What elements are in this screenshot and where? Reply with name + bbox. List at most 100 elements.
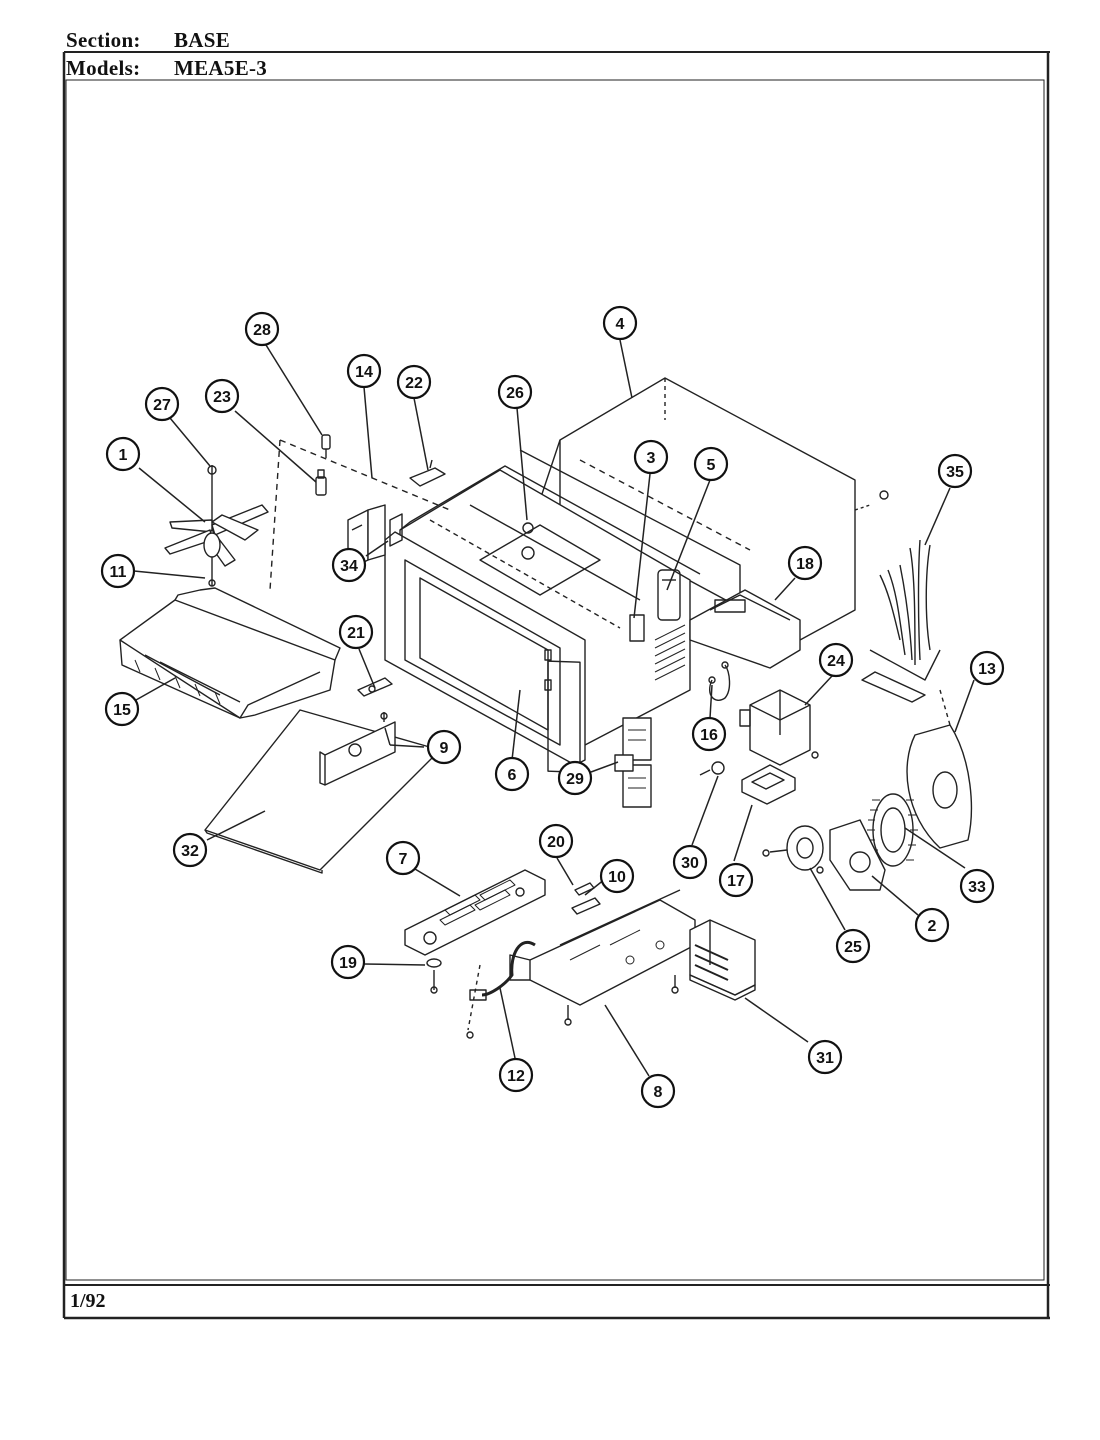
callout-25: 25 [835,928,871,964]
callout-8: 8 [640,1073,676,1109]
models-label: Models: [66,56,141,80]
callout-14: 14 [346,353,382,389]
blower-bracket [829,819,886,891]
callout-1: 1 [105,436,141,472]
callout-23: 23 [204,378,240,414]
revision-date: 1/92 [70,1290,106,1312]
hinge-22 [409,459,446,487]
callout-label-13: 13 [978,661,996,678]
section-value: BASE [174,28,231,52]
callout-34: 34 [331,547,367,583]
callout-label-8: 8 [654,1084,663,1101]
switch-assembly [614,717,652,808]
thermal-cutout [708,661,731,701]
callout-label-23: 23 [213,389,231,406]
power-cord [466,941,536,1039]
callout-label-3: 3 [647,450,656,467]
callout-label-17: 17 [727,873,745,890]
base-bracket [509,889,696,1026]
section-heading: Section:BASE [66,28,230,53]
callout-label-20: 20 [547,834,565,851]
callout-11: 11 [100,553,136,589]
callouts: 1 2 3 4 5 6 7 8 9 10 11 12 13 14 15 16 1… [100,305,1005,1109]
callout-29: 29 [557,760,593,796]
callout-label-1: 1 [119,447,128,464]
callout-label-15: 15 [113,702,131,719]
callout-label-29: 29 [566,771,584,788]
callout-30: 30 [672,844,708,880]
callout-26: 26 [497,374,533,410]
transformer [671,919,756,1001]
callout-label-14: 14 [355,364,373,381]
callout-label-19: 19 [339,955,357,972]
callout-label-22: 22 [405,375,423,392]
leader-lines [133,339,975,1077]
callout-label-30: 30 [681,855,699,872]
callout-label-31: 31 [816,1050,834,1067]
screws-upper [315,434,331,496]
screw-19 [426,958,442,994]
models-heading: Models: MEA5E-3 [66,56,267,81]
component-18 [689,589,801,669]
callout-label-6: 6 [508,767,517,784]
part-drawings [119,377,973,1039]
callout-2: 2 [914,907,950,943]
callout-label-12: 12 [507,1068,525,1085]
callout-21: 21 [338,614,374,650]
callout-label-9: 9 [440,740,449,757]
component-17 [741,764,796,805]
callout-32: 32 [172,832,208,868]
callout-label-25: 25 [844,939,862,956]
callout-5: 5 [693,446,729,482]
callout-label-4: 4 [616,316,625,333]
callout-label-5: 5 [707,457,716,474]
callout-4: 4 [602,305,638,341]
component-24 [739,689,819,766]
callout-12: 12 [498,1057,534,1093]
callout-22: 22 [396,364,432,400]
callout-label-33: 33 [968,879,986,896]
callout-label-26: 26 [506,385,524,402]
callout-7: 7 [385,840,421,876]
air-duct [119,587,341,719]
callout-label-35: 35 [946,464,964,481]
callout-label-11: 11 [110,564,127,581]
latch-21 [357,677,393,722]
page-frame [62,51,1050,1320]
callout-9: 9 [426,729,462,765]
callout-19: 19 [330,944,366,980]
callout-17: 17 [718,862,754,898]
callout-24: 24 [818,642,854,678]
callout-13: 13 [969,650,1005,686]
callout-27: 27 [144,386,180,422]
callout-label-18: 18 [796,556,814,573]
wire-harness [861,539,941,703]
callout-label-10: 10 [608,869,626,886]
callout-label-28: 28 [253,322,271,339]
callout-6: 6 [494,756,530,792]
callout-label-27: 27 [153,397,171,414]
blower-housing [906,689,973,849]
callout-35: 35 [937,453,973,489]
callout-label-7: 7 [399,851,408,868]
bracket-9 [319,721,396,786]
callout-3: 3 [633,439,669,475]
callout-28: 28 [244,311,280,347]
callout-18: 18 [787,545,823,581]
callout-15: 15 [104,691,140,727]
callout-20: 20 [538,823,574,859]
blower-motor [762,825,824,874]
callout-label-2: 2 [928,918,937,935]
callout-label-21: 21 [347,625,365,642]
callout-label-24: 24 [827,653,845,670]
callout-label-32: 32 [181,843,199,860]
callout-label-34: 34 [340,558,358,575]
component-5 [657,569,681,621]
callout-16: 16 [691,716,727,752]
component-30 [699,761,725,776]
cover-plate [404,869,546,956]
models-value: MEA5E-3 [174,56,268,80]
callout-label-16: 16 [700,727,718,744]
callout-33: 33 [959,868,995,904]
